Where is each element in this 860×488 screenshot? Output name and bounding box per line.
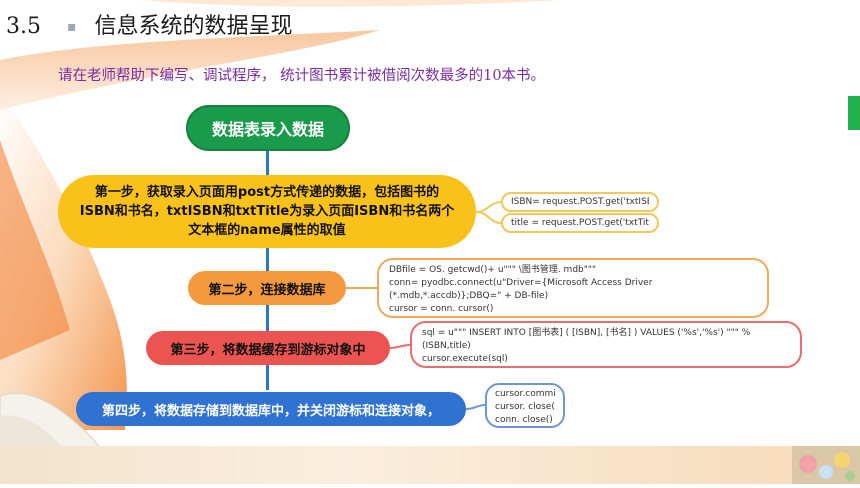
step3-node: 第三步，将数据缓存到游标对象中 (146, 331, 390, 365)
diagram-spine (266, 150, 269, 390)
step1-code-isbn: ISBN= request.POST.get('txtISBN') (501, 192, 659, 212)
code-line: cursor.execute(sql) (422, 354, 508, 364)
step2-node: 第二步，连接数据库 (188, 271, 346, 305)
step4-node: 第四步，将数据存储到数据库中，并关闭游标和连接对象， (76, 392, 466, 426)
code-line: conn. close() (495, 415, 553, 425)
step1-line: 文本框的name属性的取值 (188, 223, 346, 238)
code-line: title = request.POST.get('txtTitle') (511, 218, 649, 228)
code-line: cursor.commit() (495, 389, 555, 399)
bottom-decorative-strip (0, 446, 860, 484)
code-line: cursor = conn. cursor() (389, 304, 494, 314)
code-line: conn= pyodbc.connect(u"Driver={Microsoft… (389, 278, 653, 301)
step3-code-box: sql = u""" INSERT INTO [图书表] ( [ISBN], [… (410, 321, 802, 368)
step2-code-box: DBfile = OS. getcwd()+ u""" \图书管理. mdb""… (377, 258, 769, 318)
step4-code-box: cursor.commit() cursor. close() conn. cl… (485, 383, 565, 428)
code-line: DBfile = OS. getcwd()+ u""" \图书管理. mdb""… (389, 265, 597, 275)
step1-node: 第一步，获取录入页面用post方式传递的数据，包括图书的 ISBN和书名，txt… (58, 175, 476, 248)
step1-line: 第一步，获取录入页面用post方式传递的数据，包括图书的 (94, 185, 440, 200)
step1-code-title: title = request.POST.get('txtTitle') (501, 213, 659, 233)
diagram-head-node: 数据表录入数据 (186, 105, 350, 151)
step1-line: ISBN和书名，txtISBN和txtTitle为录入页面ISBN和书名两个 (79, 204, 455, 219)
code-line: sql = u""" INSERT INTO [图书表] ( [ISBN], [… (422, 328, 751, 351)
section-title: 信息系统的数据呈现 (94, 14, 293, 39)
flower-decoration (792, 446, 860, 484)
code-line: cursor. close() (495, 402, 555, 412)
green-tab-marker (848, 96, 860, 130)
slide-title: 3.5 ▪ 信息系统的数据呈现 (6, 8, 293, 40)
section-number: 3.5 (6, 14, 41, 39)
title-dot-icon: ▪ (67, 19, 77, 35)
slide-subtitle: 请在老师帮助下编写、调试程序， 统计图书累计被借阅次数最多的10本书。 (58, 68, 546, 84)
code-line: ISBN= request.POST.get('txtISBN') (511, 197, 649, 207)
